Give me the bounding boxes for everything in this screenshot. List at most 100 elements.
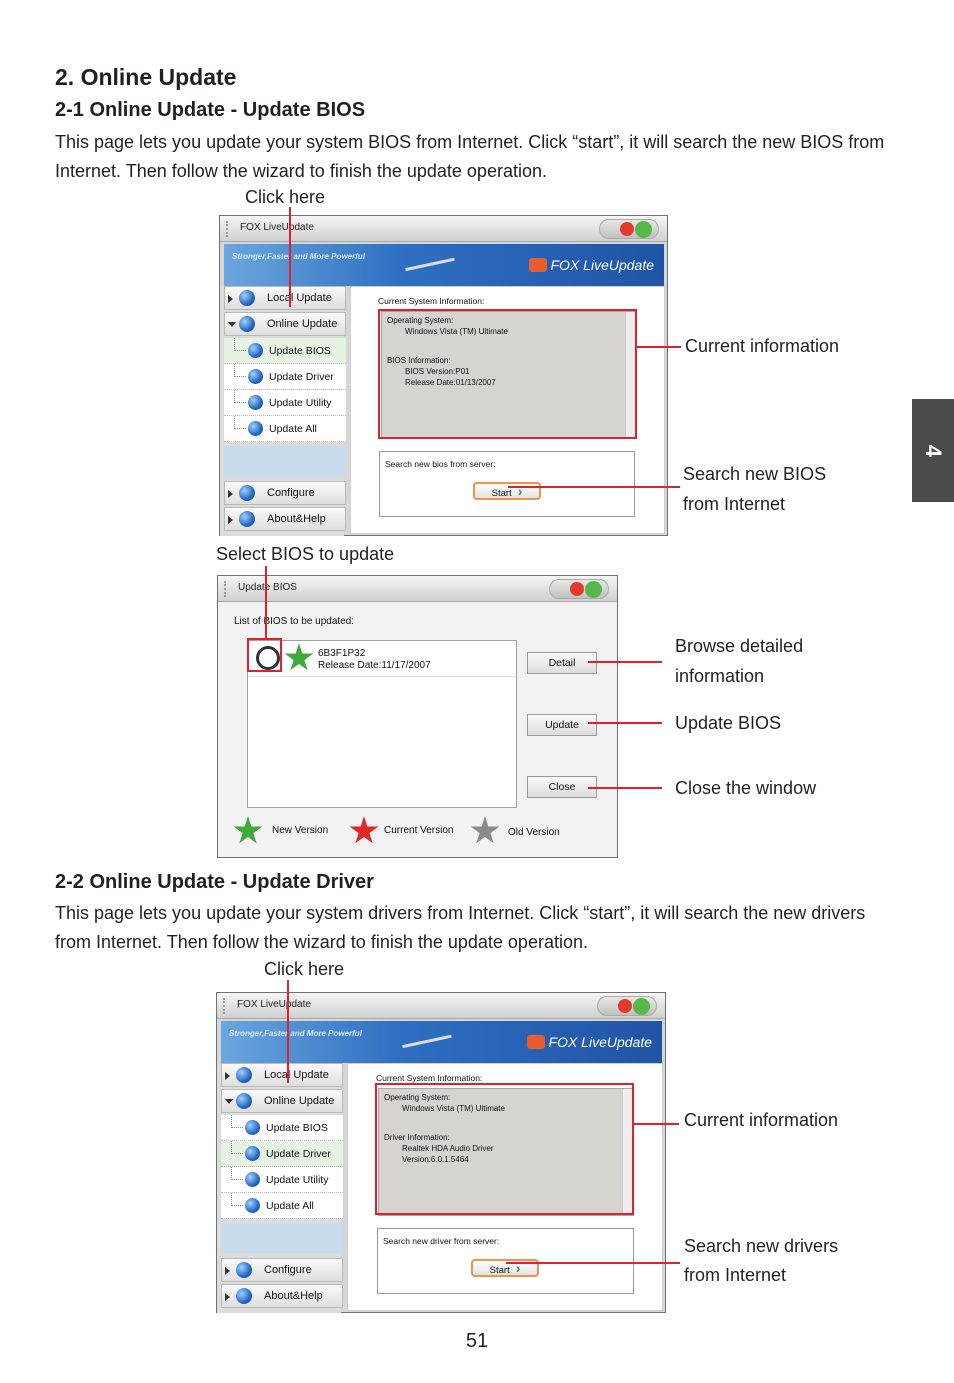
- content-panel: Current System Information: Operating Sy…: [347, 1063, 663, 1311]
- ann-search-2: from Internet: [683, 494, 786, 514]
- ann-detail-2: information: [675, 666, 765, 686]
- bios-icon: [245, 1120, 260, 1135]
- info-box: Operating System:Windows Vista (TM) Ulti…: [381, 311, 637, 439]
- update-button[interactable]: Update: [527, 714, 597, 736]
- menu-configure[interactable]: Configure: [221, 1258, 343, 1282]
- online-update-icon: [239, 316, 255, 332]
- chapter-tab: 4: [912, 399, 954, 502]
- ann-close: Close the window: [675, 778, 817, 798]
- configure-icon: [236, 1262, 252, 1278]
- callout-line: [287, 980, 289, 1083]
- window-title: Update BIOS: [238, 582, 297, 593]
- liveupdate-window-driver: FOX LiveUpdate Stronger,Faster and More …: [216, 992, 666, 1313]
- submenu-update-utility[interactable]: Update Utility: [221, 1167, 343, 1193]
- driver-icon: [245, 1146, 260, 1161]
- close-window-button[interactable]: Close: [527, 776, 597, 798]
- window-controls: [597, 996, 657, 1016]
- driver-paragraph: This page lets you update your system dr…: [55, 903, 866, 952]
- configure-icon: [239, 485, 255, 501]
- driver-icon: [248, 369, 263, 384]
- submenu-update-all[interactable]: Update All: [224, 416, 346, 442]
- liveupdate-window-bios: FOX LiveUpdate Stronger,Faster and More …: [219, 215, 668, 536]
- submenu-update-driver[interactable]: Update Driver: [221, 1141, 343, 1167]
- new-version-star-icon: [233, 816, 263, 844]
- utility-icon: [245, 1172, 260, 1187]
- select-checkbox[interactable]: [256, 646, 280, 670]
- callout-line: [508, 486, 680, 488]
- bios-paragraph: This page lets you update your system BI…: [55, 132, 885, 181]
- highlight-current-info: [375, 1083, 634, 1215]
- click-here-label: Click here: [264, 959, 345, 979]
- ann-current-info: Current information: [684, 1110, 839, 1130]
- minimize-button[interactable]: [620, 222, 634, 236]
- highlight-current-info: [378, 309, 637, 439]
- sidebar: Local Update Online Update Update BIOS U…: [217, 1063, 343, 1313]
- callout-line: [588, 787, 662, 789]
- update-bios-window: Update BIOS List of BIOS to be updated: …: [217, 575, 618, 858]
- slogan: Stronger,Faster and More Powerful: [232, 252, 365, 261]
- submenu-update-bios[interactable]: Update BIOS: [221, 1115, 343, 1141]
- list-label: List of BIOS to be updated:: [234, 616, 355, 627]
- ann-current-info: Current information: [685, 336, 840, 356]
- search-box: Search new bios from server: Start: [379, 451, 635, 517]
- menu-local-update[interactable]: Local Update: [221, 1063, 343, 1087]
- detail-button[interactable]: Detail: [527, 652, 597, 674]
- callout-line: [506, 1262, 680, 1264]
- driver-heading: 2-2 Online Update - Update Driver: [55, 871, 374, 893]
- utility-icon: [248, 395, 263, 410]
- minimize-button[interactable]: [570, 582, 584, 596]
- ann-detail-1: Browse detailed: [675, 636, 804, 656]
- sidebar: Local Update Online Update Update BIOS U…: [220, 286, 346, 536]
- current-system-label: Current System Information:: [378, 296, 485, 306]
- select-bios-caption: Select BIOS to update: [216, 544, 395, 564]
- list-item[interactable]: 6B3F1P32 Release Date:11/17/2007: [248, 641, 516, 677]
- submenu-update-utility[interactable]: Update Utility: [224, 390, 346, 416]
- online-update-icon: [236, 1093, 252, 1109]
- callout-line: [265, 566, 267, 638]
- ann-search-2: from Internet: [684, 1265, 787, 1285]
- close-button[interactable]: [633, 998, 650, 1015]
- minimize-button[interactable]: [618, 999, 632, 1013]
- window-title: FOX LiveUpdate: [240, 222, 314, 233]
- menu-configure[interactable]: Configure: [224, 481, 346, 505]
- bios-icon: [248, 343, 263, 358]
- submenu-update-driver[interactable]: Update Driver: [224, 364, 346, 390]
- update-all-icon: [248, 421, 263, 436]
- menu-about-help[interactable]: About&Help: [221, 1284, 343, 1308]
- info-scrollbar[interactable]: [625, 312, 636, 438]
- legend-new: New Version: [272, 825, 329, 836]
- plane-icon: [403, 248, 455, 272]
- click-here-label: Click here: [245, 187, 326, 207]
- close-button[interactable]: [635, 221, 652, 238]
- menu-local-update[interactable]: Local Update: [224, 286, 346, 310]
- window-controls: [599, 219, 659, 239]
- local-update-icon: [236, 1067, 252, 1083]
- app-banner: Stronger,Faster and More Powerful FOX Li…: [221, 1021, 662, 1063]
- callout-line: [634, 1123, 679, 1125]
- info-scrollbar[interactable]: [622, 1089, 633, 1215]
- window-title: FOX LiveUpdate: [237, 999, 311, 1010]
- bios-heading: 2-1 Online Update - Update BIOS: [55, 99, 366, 121]
- page-number: 51: [465, 1330, 489, 1352]
- highlight-select: [247, 638, 282, 672]
- ann-search-1: Search new drivers: [684, 1236, 839, 1256]
- callout-line: [289, 207, 291, 307]
- ann-search-1: Search new BIOS: [683, 464, 827, 484]
- menu-about-help[interactable]: About&Help: [224, 507, 346, 531]
- app-logo: FOX LiveUpdate: [529, 257, 655, 273]
- window-controls: [549, 579, 609, 599]
- legend-old: Old Version: [508, 827, 560, 838]
- ann-update: Update BIOS: [675, 713, 782, 733]
- menu-online-update[interactable]: Online Update: [224, 312, 346, 336]
- current-version-star-icon: [349, 816, 379, 844]
- close-button[interactable]: [585, 581, 602, 598]
- callout-line: [637, 346, 681, 348]
- bios-list[interactable]: 6B3F1P32 Release Date:11/17/2007: [247, 640, 517, 808]
- menu-online-update[interactable]: Online Update: [221, 1089, 343, 1113]
- submenu-update-bios[interactable]: Update BIOS: [224, 338, 346, 364]
- help-icon: [236, 1288, 252, 1304]
- start-button[interactable]: Start: [473, 482, 541, 500]
- update-all-icon: [245, 1198, 260, 1213]
- callout-line: [588, 661, 662, 663]
- submenu-update-all[interactable]: Update All: [221, 1193, 343, 1219]
